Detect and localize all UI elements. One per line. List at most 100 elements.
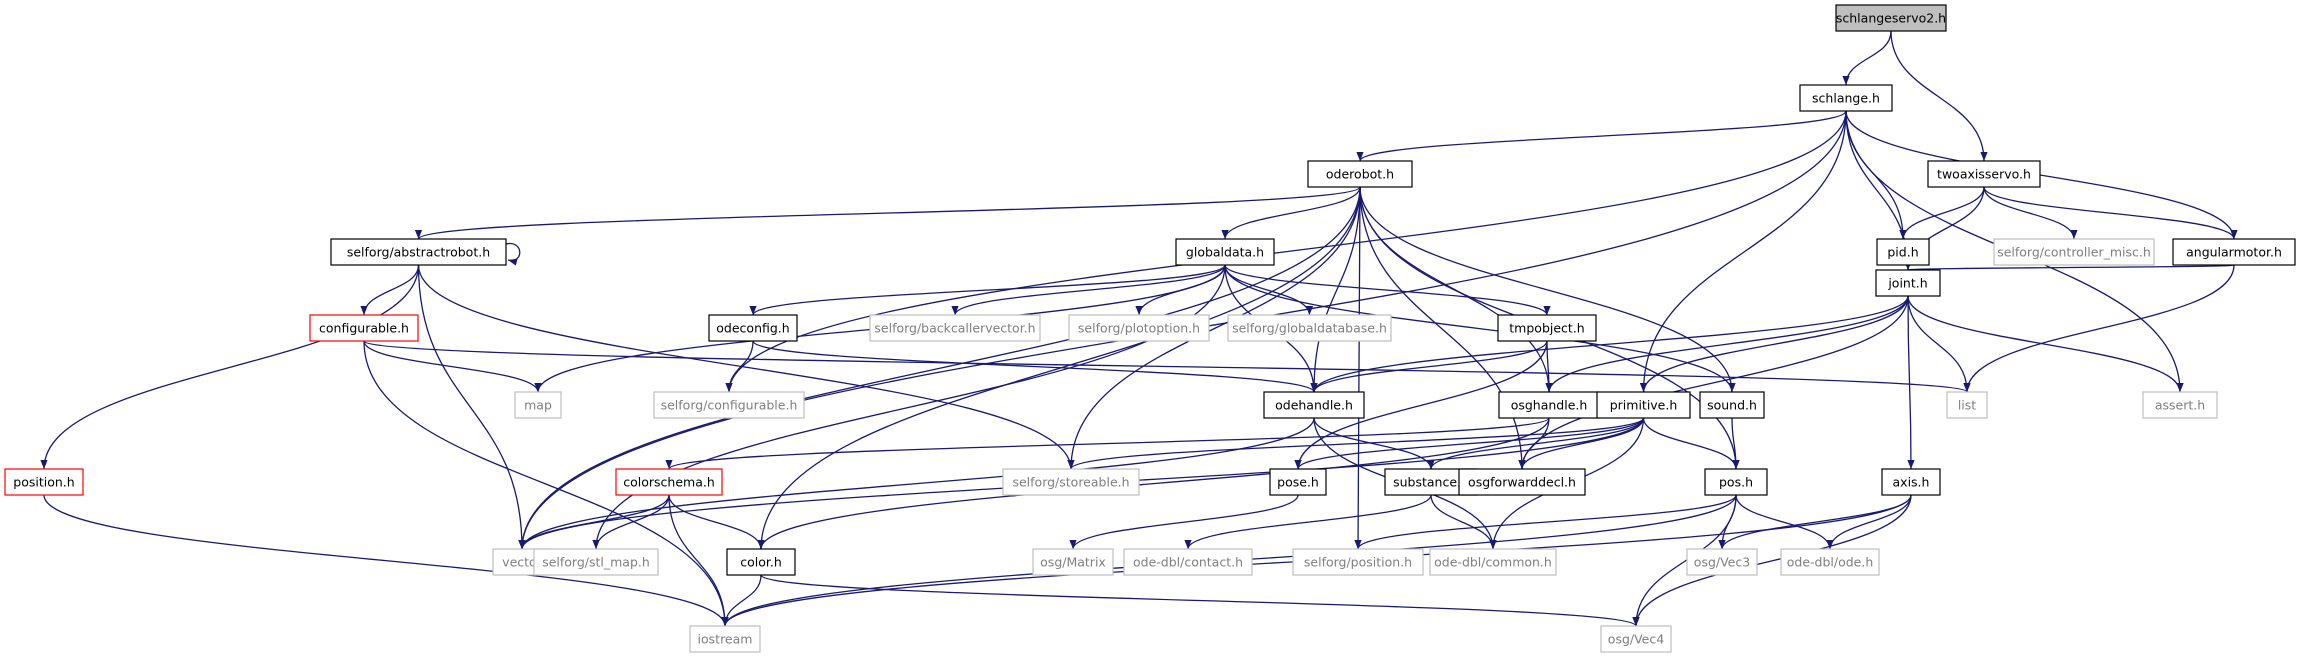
dependency-edge [1718,494,1912,550]
node-box [533,548,659,576]
dependency-edge [1963,264,2235,393]
node-label: schlangeservo2.h [1836,11,1946,26]
node-globaldatabase[interactable]: selforg/globaldatabase.h [1227,314,1392,342]
dependency-edge [518,494,670,550]
dependency-edge [668,494,729,627]
node-storeable[interactable]: selforg/storeable.h [1002,468,1140,496]
node-osgmatrix[interactable]: osg/Matrix [1032,548,1114,576]
dependency-edge [1224,264,1736,393]
dependency-edge [518,186,1361,550]
dependency-edge [668,494,765,550]
dependency-edge [1067,186,1361,470]
node-schlange[interactable]: schlange.h [1799,84,1893,112]
node-primitive[interactable]: primitive.h [1596,391,1691,419]
node-controller_misc[interactable]: selforg/controller_misc.h [1993,238,2155,266]
node-label: tmpobject.h [1509,321,1584,336]
node-osghandle[interactable]: osghandle.h [1498,391,1600,419]
dependency-edge [1067,417,1645,470]
node-osgforwarddecl[interactable]: osgforwarddecl.h [1458,468,1586,496]
node-label: position.h [13,475,74,490]
node-stl_map[interactable]: selforg/stl_map.h [533,548,659,576]
node-iostream[interactable]: iostream [689,625,761,653]
node-box [1292,548,1424,576]
node-list[interactable]: list [1946,391,1988,419]
node-label: pos.h [1719,475,1753,490]
dependency-edge [1907,295,2184,393]
node-globaldata[interactable]: globaldata.h [1175,238,1275,266]
node-box [1175,238,1275,266]
dependency-edge [1356,110,1847,162]
node-label: ode-dbl/common.h [1434,555,1552,570]
node-box [708,314,798,342]
node-oderobot[interactable]: oderobot.h [1307,160,1413,188]
node-assert[interactable]: assert.h [2142,391,2218,419]
node-odeconfig[interactable]: odeconfig.h [708,314,798,342]
node-colorschema[interactable]: colorschema.h [615,468,723,496]
node-label: map [524,398,552,413]
node-box [689,625,761,653]
node-osgvec4[interactable]: osg/Vec4 [1600,625,1672,653]
dependency-edge [40,264,420,470]
node-box [1704,468,1768,496]
node-odehandle[interactable]: odehandle.h [1263,391,1365,419]
node-box [1799,84,1893,112]
dependency-edge [1731,417,1740,470]
node-osgvec3[interactable]: osg/Vec3 [1686,548,1758,576]
dependency-edge [1639,295,1909,393]
node-ode[interactable]: ode-dbl/ode.h [1780,548,1880,576]
node-axis[interactable]: axis.h [1881,468,1941,496]
node-pos[interactable]: pos.h [1704,468,1768,496]
node-label: joint.h [1887,276,1927,291]
dependency-edge [1983,186,2238,240]
dependency-edge [1294,417,1645,470]
node-backcallervector[interactable]: selforg/backcallervector.h [869,314,1041,342]
node-pid[interactable]: pid.h [1876,238,1930,266]
node-box [1600,625,1672,653]
dependency-edge [1545,295,1909,393]
dependency-edge [1632,494,1737,627]
dependency-edge [1430,494,1497,550]
node-tmpobject[interactable]: tmpobject.h [1497,314,1597,342]
node-map[interactable]: map [514,391,562,419]
node-label: twoaxisservo.h [1937,167,2031,182]
dependency-edge [1359,186,1736,393]
node-position[interactable]: position.h [4,468,84,496]
node-sound[interactable]: sound.h [1699,391,1765,419]
dependency-edge [1890,30,1988,162]
node-label: color.h [740,555,782,570]
node-label: selforg/stl_map.h [542,555,650,570]
dependency-edge [951,264,1226,316]
node-sf_position[interactable]: selforg/position.h [1292,548,1424,576]
node-label: selforg/position.h [1304,555,1412,570]
node-common[interactable]: ode-dbl/common.h [1429,548,1557,576]
node-label: ode-dbl/ode.h [1787,555,1874,570]
node-contact[interactable]: ode-dbl/contact.h [1123,548,1253,576]
node-box [1002,468,1140,496]
dependency-edge [1826,494,1912,550]
dependency-edge [360,264,420,316]
node-box [1307,160,1413,188]
node-twoaxisservo[interactable]: twoaxisservo.h [1927,160,2041,188]
node-configurable[interactable]: configurable.h [309,314,419,342]
node-schlangeservo2[interactable]: schlangeservo2.h [1835,4,1947,32]
dependency-edge [363,340,542,393]
dependency-edge [1907,295,1915,470]
node-joint[interactable]: joint.h [1875,269,1941,297]
node-color[interactable]: color.h [726,548,796,576]
dependency-edge [757,417,1550,550]
node-label: vector [502,555,543,570]
node-box [1875,269,1941,297]
node-angularmotor[interactable]: angularmotor.h [2172,238,2296,266]
dependency-edge [749,264,1226,316]
node-sf_configurable[interactable]: selforg/configurable.h [653,391,805,419]
node-label: axis.h [1893,475,1930,490]
node-pose[interactable]: pose.h [1269,468,1327,496]
node-abstractrobot[interactable]: selforg/abstractrobot.h [330,238,507,266]
node-plotoption[interactable]: selforg/plotoption.h [1068,314,1210,342]
dependency-edge [1354,186,1362,550]
node-label: sound.h [1707,398,1757,413]
dependency-edge [1735,494,1834,550]
node-box [4,468,84,496]
dependency-edge [1310,295,1909,393]
